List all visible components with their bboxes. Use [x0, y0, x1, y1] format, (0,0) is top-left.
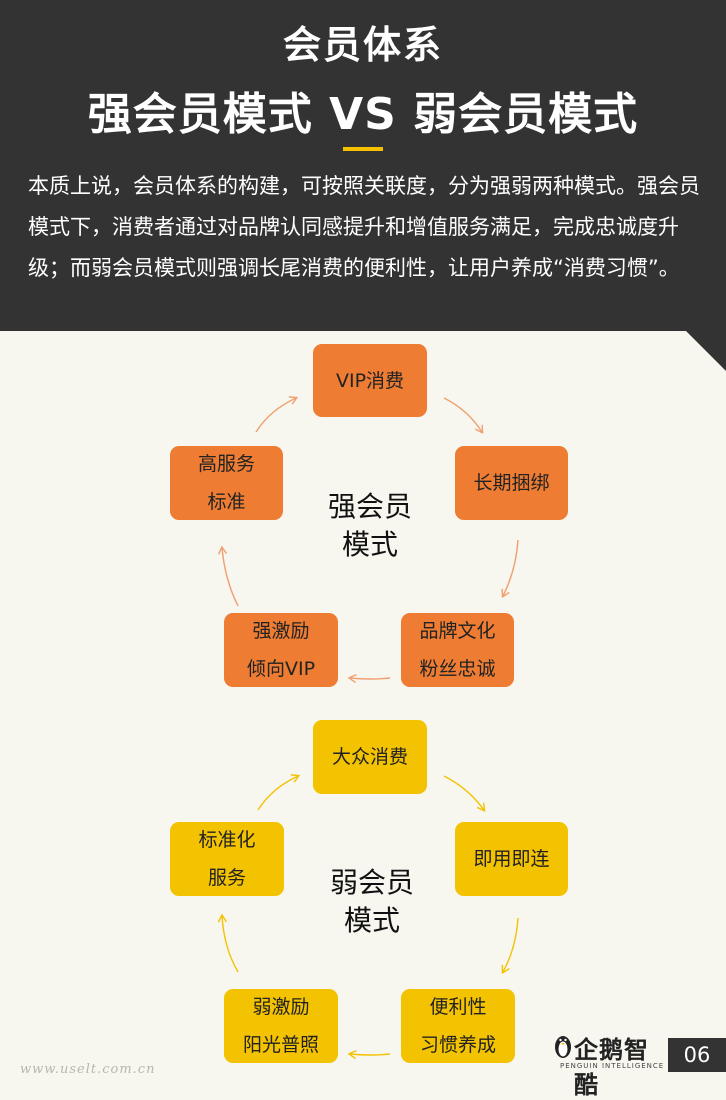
arrow-incentive-to-service — [217, 545, 239, 607]
node-label: VIP消费 — [335, 369, 405, 392]
node-long-term-binding: 长期捆绑 — [455, 446, 568, 520]
node-label: 高服务 — [197, 453, 255, 475]
title-divider — [343, 147, 383, 151]
node-label-line2: 标准 — [207, 491, 246, 513]
weak-cycle-center-label: 弱会员 模式 — [302, 864, 442, 940]
corner-fold — [686, 331, 726, 371]
node-label: 长期捆绑 — [473, 472, 550, 494]
page-subtitle: 强会员模式 VS 弱会员模式 — [87, 89, 639, 140]
center-label-line2: 模式 — [343, 904, 400, 937]
watermark: www.uselt.com.cn — [20, 1062, 156, 1077]
node-label-line2: 习惯养成 — [419, 1034, 496, 1056]
node-label: 弱激励 — [252, 996, 310, 1018]
center-label-line2: 模式 — [341, 528, 398, 561]
intro-paragraph: 本质上说，会员体系的构建，可按照关联度，分为强弱两种模式。强会员模式下，消费者通… — [28, 174, 700, 280]
node-label-line2: 阳光普照 — [242, 1034, 319, 1056]
node-label-line2: 倾向VIP — [246, 658, 316, 680]
node-label: 便利性 — [429, 996, 487, 1018]
node-label: 标准化 — [198, 829, 256, 851]
node-high-service: 高服务 标准 — [170, 446, 283, 520]
arrow-brand-to-incentive — [347, 673, 391, 684]
node-instant-use: 即用即连 — [455, 822, 568, 896]
strong-cycle-arrows — [217, 396, 519, 684]
node-label-line2: 服务 — [207, 867, 246, 889]
node-label: 大众消费 — [331, 746, 408, 768]
brand-logo: 企鹅智酷 PENGUIN INTELLIGENCE — [552, 1030, 663, 1099]
strong-cycle-center-label: 强会员 模式 — [300, 488, 440, 564]
arrow-instant-to-convenience — [501, 917, 519, 975]
node-convenience: 便利性 习惯养成 — [401, 989, 515, 1063]
penguin-icon — [555, 1036, 571, 1058]
arrow-service-to-vip — [255, 396, 299, 433]
node-vip-consumption: VIP消费 — [313, 344, 427, 417]
node-brand-culture: 品牌文化 粉丝忠诚 — [401, 613, 514, 687]
logo-subtext: PENGUIN INTELLIGENCE — [560, 1062, 665, 1070]
center-label-line1: 弱会员 — [329, 866, 414, 899]
node-label: 即用即连 — [473, 848, 550, 870]
arrow-convenience-to-incentive — [347, 1049, 391, 1060]
node-label: 强激励 — [252, 620, 310, 642]
page-number: 06 — [668, 1038, 726, 1072]
arrow-mass-to-instant — [443, 775, 486, 812]
node-weak-incentive: 弱激励 阳光普照 — [224, 989, 338, 1063]
node-standard-service: 标准化 服务 — [170, 822, 284, 896]
node-mass-consumption: 大众消费 — [313, 720, 427, 794]
center-label-line1: 强会员 — [327, 490, 412, 523]
node-label-line2: 粉丝忠诚 — [419, 658, 496, 680]
arrow-bind-to-brand — [501, 539, 519, 599]
header-banner: 会员体系 强会员模式 VS 弱会员模式 本质上说，会员体系的构建，可按照关联度，… — [0, 0, 726, 331]
page-title: 会员体系 — [282, 23, 443, 67]
arrow-standard-to-mass — [257, 774, 301, 811]
node-label: 品牌文化 — [419, 620, 496, 642]
node-strong-incentive: 强激励 倾向VIP — [224, 613, 338, 687]
arrow-vip-to-bind — [443, 397, 484, 435]
weak-cycle-arrows — [217, 774, 519, 1060]
arrow-incentive-to-standard — [217, 913, 239, 973]
